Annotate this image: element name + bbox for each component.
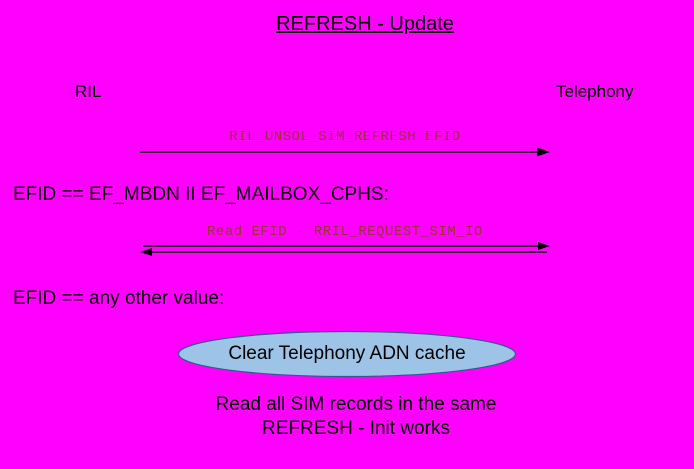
diagram-title: REFRESH - Update: [276, 13, 454, 35]
arrow-double-icon: [140, 242, 550, 256]
message-read-efid-label: Read EFID - RRIL_REQUEST_SIM_IO: [207, 224, 483, 240]
message-refresh-efid-label: RIL_UNSOL_SIM_REFRESH EFID: [229, 129, 461, 145]
condition-mbdn-mailbox: EFID == EF_MBDN II EF_MAILBOX_CPHS:: [13, 184, 389, 205]
clear-cache-node: Clear Telephony ADN cache: [177, 330, 517, 378]
message-read-efid: Read EFID - RRIL_REQUEST_SIM_IO: [140, 224, 550, 257]
ellipse-shape: [177, 330, 517, 378]
actor-telephony-label: Telephony: [556, 82, 634, 101]
clear-cache-label: Clear Telephony ADN cache: [228, 343, 466, 364]
actor-ril-label: RIL: [75, 82, 102, 101]
message-refresh-efid: RIL_UNSOL_SIM_REFRESH EFID: [140, 129, 550, 158]
condition-any-other-value: EFID == any other value:: [13, 288, 225, 309]
footer-note: Read all SIM records in the same REFRESH…: [160, 393, 552, 441]
footer-note-line2: REFRESH - Init works: [262, 418, 450, 439]
arrow-right-icon: [140, 147, 550, 157]
footer-note-line1: Read all SIM records in the same: [215, 394, 497, 415]
